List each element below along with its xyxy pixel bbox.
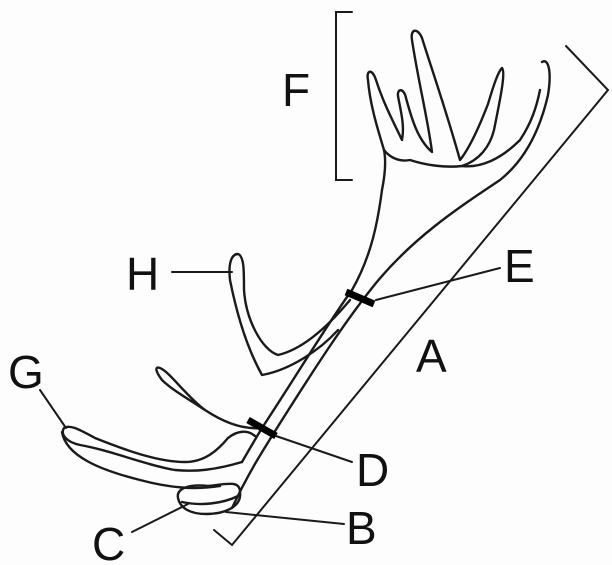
tine-h	[229, 254, 350, 375]
tine-middle	[156, 368, 262, 429]
label-c: C	[92, 518, 125, 565]
label-e: E	[504, 240, 535, 292]
label-f: F	[282, 64, 310, 116]
crown-inner-curve	[384, 150, 462, 167]
label-g: G	[8, 346, 44, 398]
label-h: H	[126, 248, 159, 300]
crown-tines	[368, 31, 540, 167]
leader-g	[40, 390, 66, 428]
label-b: B	[346, 502, 377, 554]
leader-d	[276, 436, 352, 462]
bracket-f	[336, 12, 352, 180]
bracket-a	[214, 46, 608, 545]
beam-inner-edge	[242, 150, 385, 462]
burr-line	[182, 496, 238, 504]
beam-outer-edge	[232, 61, 550, 508]
label-d: D	[356, 444, 389, 496]
leader-b	[226, 512, 344, 524]
leader-c	[132, 504, 188, 532]
label-a: A	[416, 330, 447, 382]
